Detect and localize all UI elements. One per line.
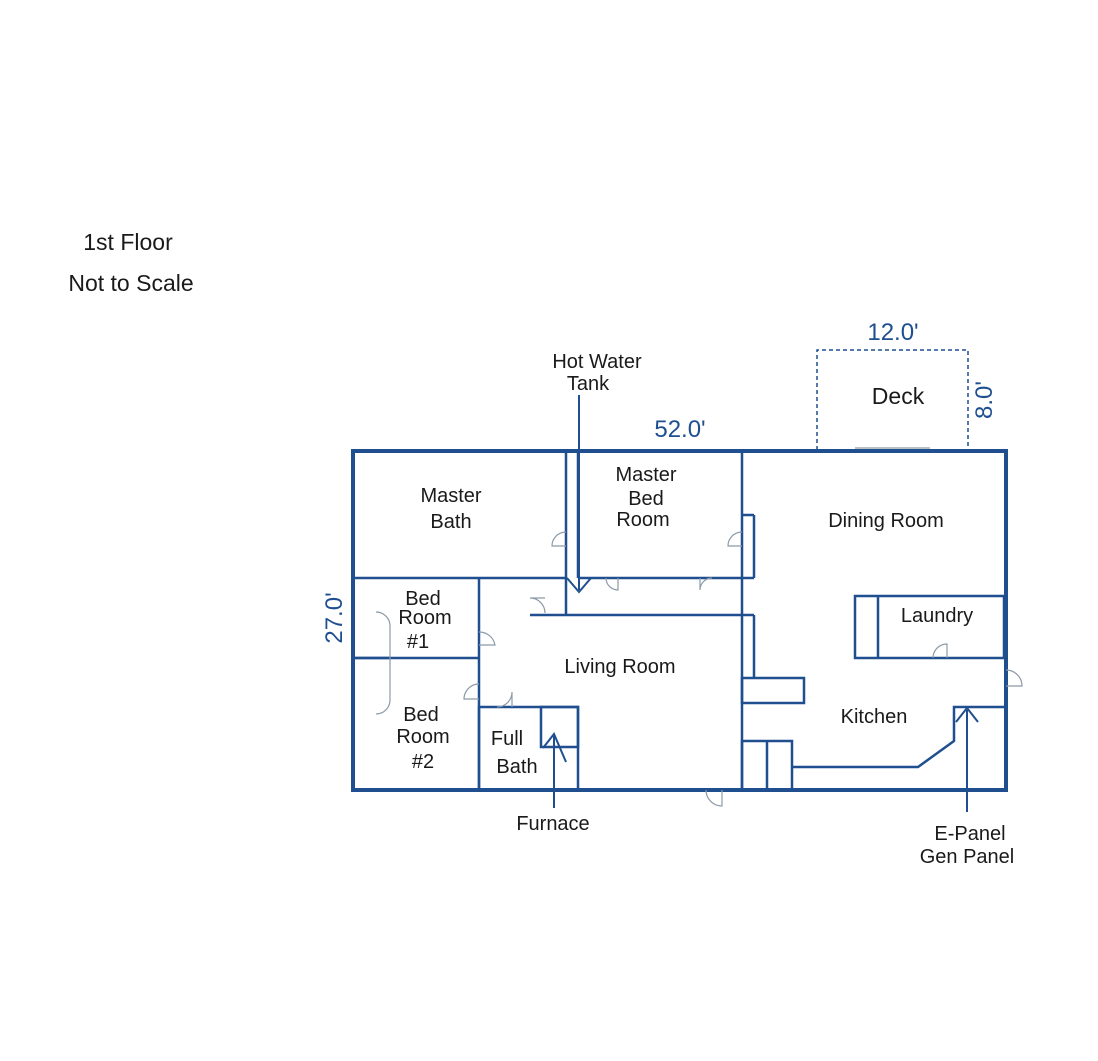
deck-label: Deck	[872, 383, 925, 409]
room-labels: Master Bath Master Bed Room Dining Room …	[396, 464, 973, 778]
full-bath-walls	[477, 705, 580, 792]
floor-label: 1st Floor	[83, 229, 173, 255]
laundry-label: Laundry	[901, 605, 973, 627]
door-bed1	[478, 631, 496, 646]
master-bed-label-3: Room	[616, 509, 669, 531]
callouts: Hot Water Tank Furnace E-Panel Gen Panel	[516, 351, 1014, 868]
width-dimension: 52.0'	[654, 416, 705, 443]
bed1-label-3: #1	[407, 631, 429, 653]
bed2-label-2: Room	[396, 726, 449, 748]
furnace-label: Furnace	[516, 813, 589, 835]
bed2-label-3: #2	[412, 751, 434, 773]
deck-outline	[816, 349, 969, 450]
kitchen-counter-west	[740, 676, 806, 705]
full-bath-label-2: Bath	[496, 756, 537, 778]
master-bed-label-1: Master	[615, 464, 676, 486]
full-bath-label-1: Full	[491, 728, 523, 750]
hot-water-label-1: Hot Water	[552, 351, 642, 373]
bed1-label-1: Bed	[405, 588, 441, 610]
master-bath-label-1: Master	[420, 485, 481, 507]
kitchen-label: Kitchen	[841, 706, 908, 728]
bed2-label-1: Bed	[403, 704, 439, 726]
depth-dimension: 27.0'	[321, 592, 348, 643]
door-master-bed-closet	[699, 577, 713, 591]
door-full-bath	[496, 691, 513, 708]
door-master-bed	[605, 577, 619, 591]
door-bed2	[463, 683, 480, 700]
door-bed-closets	[375, 611, 391, 715]
door-hall-closet	[529, 597, 546, 614]
living-room-label: Living Room	[564, 656, 675, 678]
deck: Deck	[816, 349, 969, 453]
door-kitchen-exterior	[1005, 669, 1023, 687]
exterior-wall	[351, 449, 1008, 792]
panel-label-2: Gen Panel	[920, 846, 1015, 868]
door-master-closet	[727, 531, 743, 547]
deck-width-dimension: 12.0'	[867, 319, 918, 346]
bed1-label-2: Room	[398, 607, 451, 629]
hot-water-label-2: Tank	[567, 373, 610, 395]
deck-depth-dimension: 8.0'	[971, 381, 998, 419]
panel-label-1: E-Panel	[934, 823, 1005, 845]
master-bath-label-2: Bath	[430, 511, 471, 533]
laundry-walls	[853, 594, 1006, 660]
doors	[375, 531, 1023, 807]
dining-room-label: Dining Room	[828, 510, 944, 532]
master-bed-label-2: Bed	[628, 488, 664, 510]
interior-walls	[353, 451, 1006, 792]
panel-arrowhead-icon	[955, 706, 979, 723]
door-master-bath	[551, 531, 567, 547]
door-front	[705, 789, 723, 807]
scale-note: Not to Scale	[68, 270, 193, 296]
furnace-closet	[539, 705, 580, 749]
kitchen-counter-east	[792, 705, 1004, 769]
hot-water-arrowhead-icon	[566, 577, 592, 594]
door-laundry	[932, 643, 948, 659]
furnace-arrowhead-icon	[542, 732, 567, 763]
